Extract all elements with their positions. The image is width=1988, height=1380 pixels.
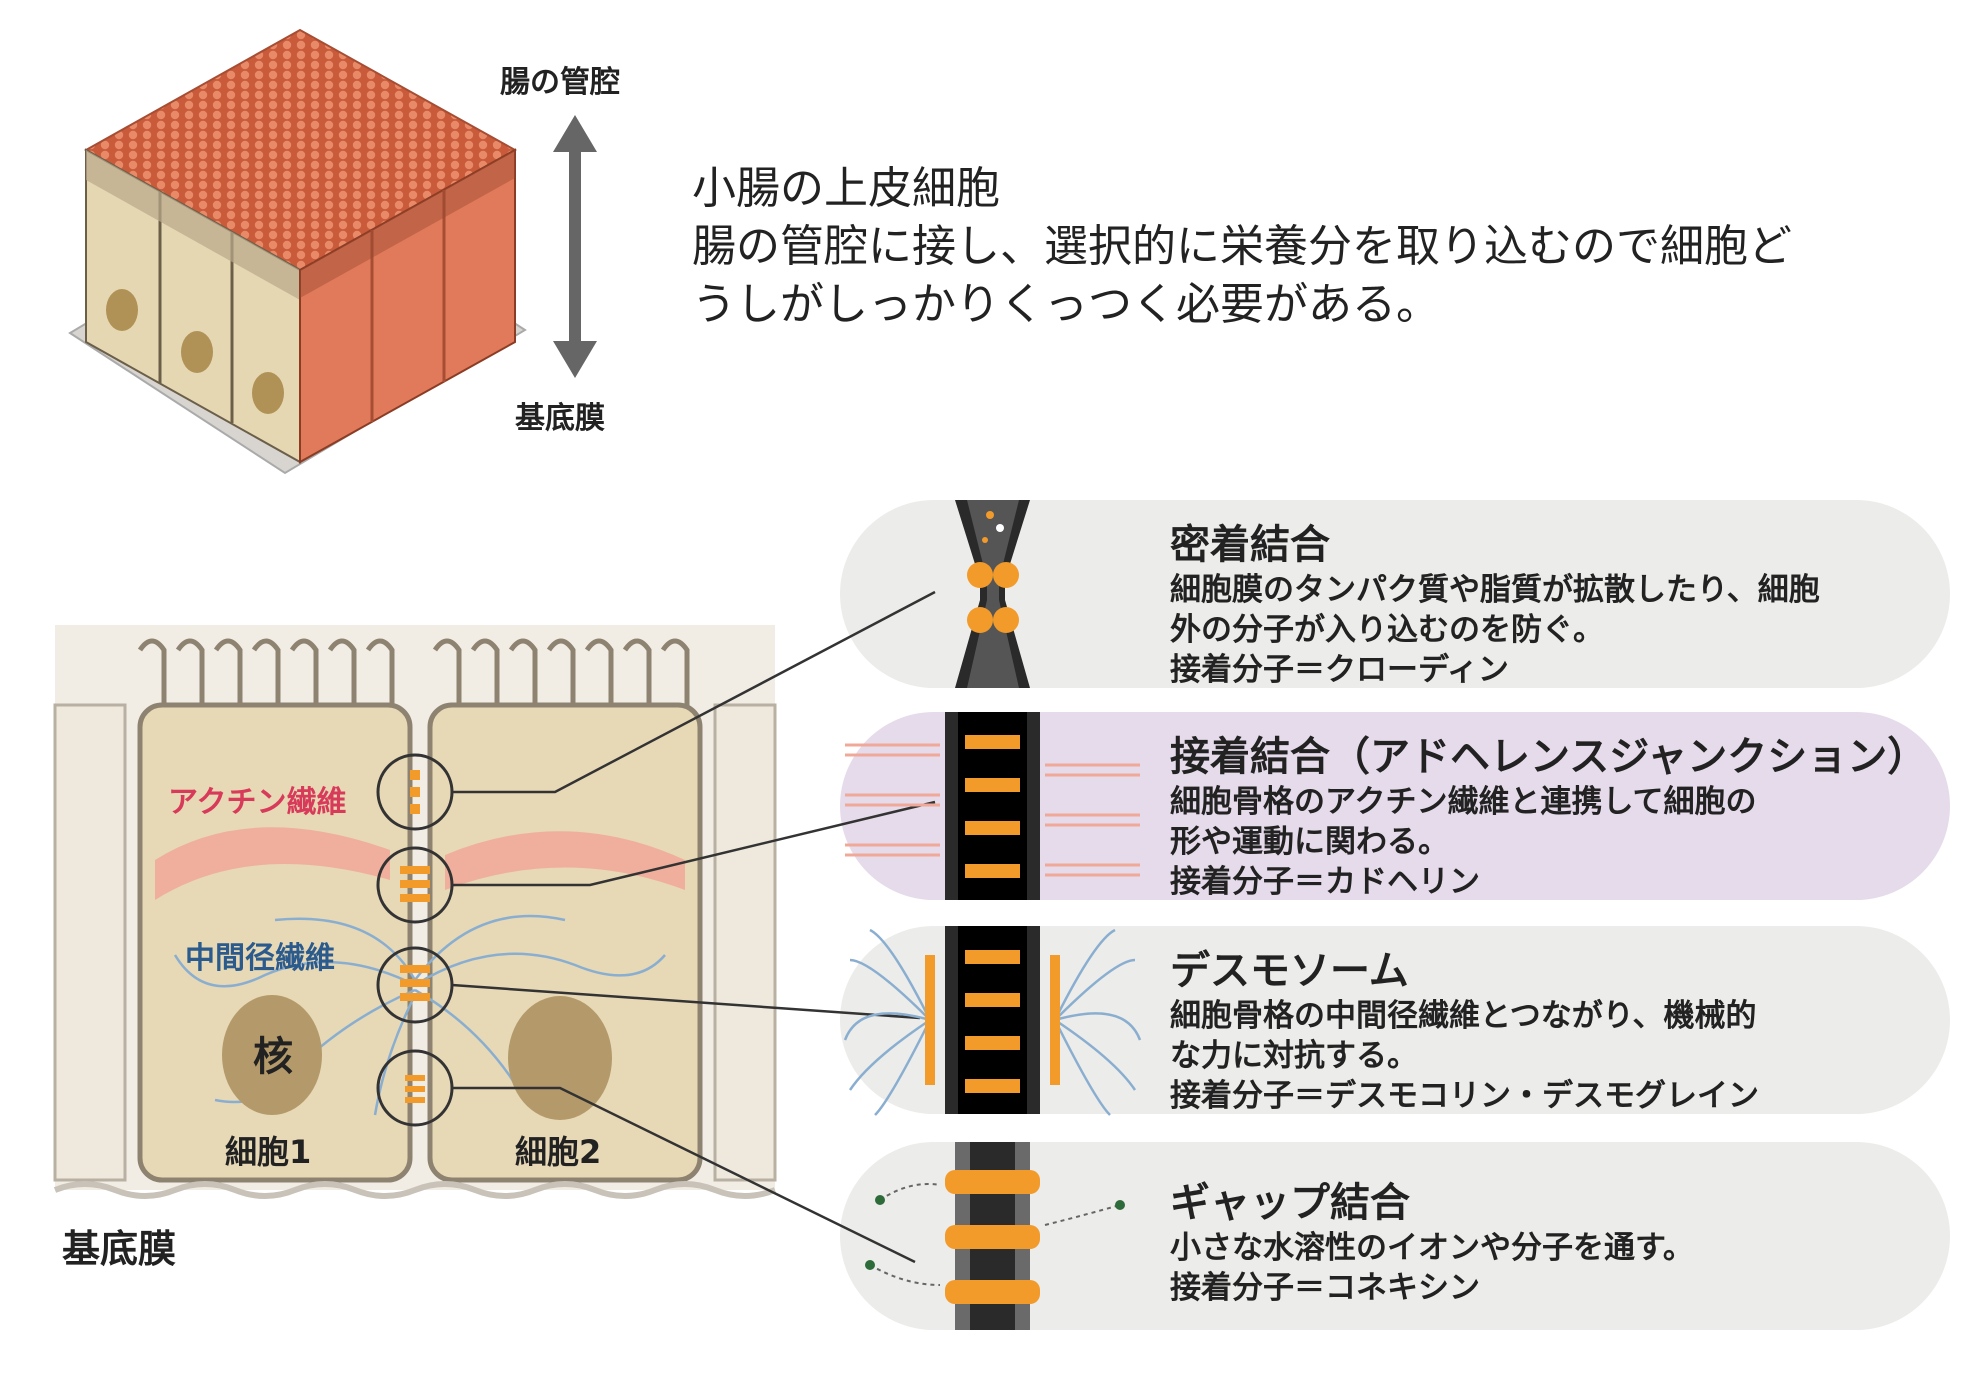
gap-junction-title: ギャップ結合 [1170, 1180, 1410, 1226]
adherens-junction-line-2: 形や運動に関わる。 [1170, 824, 1449, 860]
description-line-1: 腸の管腔に接し、選択的に栄養分を取り込むので細胞ど [692, 221, 1792, 272]
junction-panel-tight [840, 500, 1950, 688]
desmosome-line-2: な力に対抗する。 [1170, 1038, 1418, 1074]
junction-markers [376, 753, 454, 1127]
desmosome-title: デスモソーム [1170, 948, 1409, 994]
adherens-junction-line-1: 細胞骨格のアクチン繊維と連携して細胞の [1170, 784, 1757, 820]
intermediate-filament-label: 中間径繊維 [185, 941, 335, 976]
gap-junction-line-2: 接着分子＝コネキシン [1170, 1270, 1480, 1306]
nucleus-cell2 [508, 996, 612, 1120]
actin-band-1 [155, 827, 390, 900]
cell1-label: 細胞1 [225, 1133, 311, 1171]
desmosome-illustration [843, 926, 1142, 1116]
actin-label: アクチン繊維 [168, 785, 347, 820]
tight-junction-line-3: 接着分子＝クローディン [1170, 652, 1509, 688]
basement-membrane-label: 基底膜 [62, 1227, 176, 1271]
adherens-junction-title: 接着結合（アドヘレンスジャンクション） [1170, 734, 1928, 780]
gap-junction-line-1: 小さな水溶性のイオンや分子を通す。 [1170, 1230, 1694, 1266]
desmosome-line-3: 接着分子＝デスモコリン・デスモグレイン [1170, 1078, 1759, 1114]
lumen-basement-arrow [553, 115, 597, 378]
nucleus-cell1 [222, 995, 322, 1115]
actin-band-2 [445, 831, 685, 890]
epithelium-block [68, 28, 527, 475]
gap-junction-illustration [865, 1142, 1125, 1330]
tight-junction-illustration [955, 500, 1030, 688]
adherens-junction-text: 接着結合（アドヘレンスジャンクション） 細胞骨格のアクチン繊維と連携して細胞の … [1170, 724, 1927, 902]
desmosome-line-1: 細胞骨格の中間径繊維とつながり、機械的 [1170, 998, 1757, 1034]
tight-junction-line-1: 細胞膜のタンパク質や脂質が拡散したり、細胞 [1170, 572, 1820, 608]
tight-junction-text: 密着結合 細胞膜のタンパク質や脂質が拡散したり、細胞 外の分子が入り込むのを防ぐ… [1170, 512, 1820, 690]
description-title: 小腸の上皮細胞 [692, 163, 1000, 214]
description-block: 小腸の上皮細胞 腸の管腔に接し、選択的に栄養分を取り込むので細胞ど うしがしっか… [692, 160, 1792, 334]
cell2-label: 細胞2 [515, 1133, 601, 1171]
adherens-junction-line-3: 接着分子＝カドヘリン [1170, 864, 1480, 900]
lumen-label: 腸の管腔 [500, 65, 620, 100]
tight-junction-title: 密着結合 [1170, 522, 1330, 568]
gap-junction-text: ギャップ結合 小さな水溶性のイオンや分子を通す。 接着分子＝コネキシン [1170, 1170, 1694, 1308]
nucleus-label: 核 [253, 1034, 293, 1080]
connector-lines [451, 590, 936, 1264]
desmosome-text: デスモソーム 細胞骨格の中間径繊維とつながり、機械的 な力に対抗する。 接着分子… [1170, 938, 1759, 1116]
tight-junction-line-2: 外の分子が入り込むのを防ぐ。 [1170, 612, 1604, 648]
top-basement-label: 基底膜 [515, 401, 605, 436]
cell-section [53, 590, 936, 1264]
adherens-junction-illustration [845, 712, 1140, 900]
description-line-2: うしがしっかりくっつく必要がある。 [692, 279, 1440, 330]
